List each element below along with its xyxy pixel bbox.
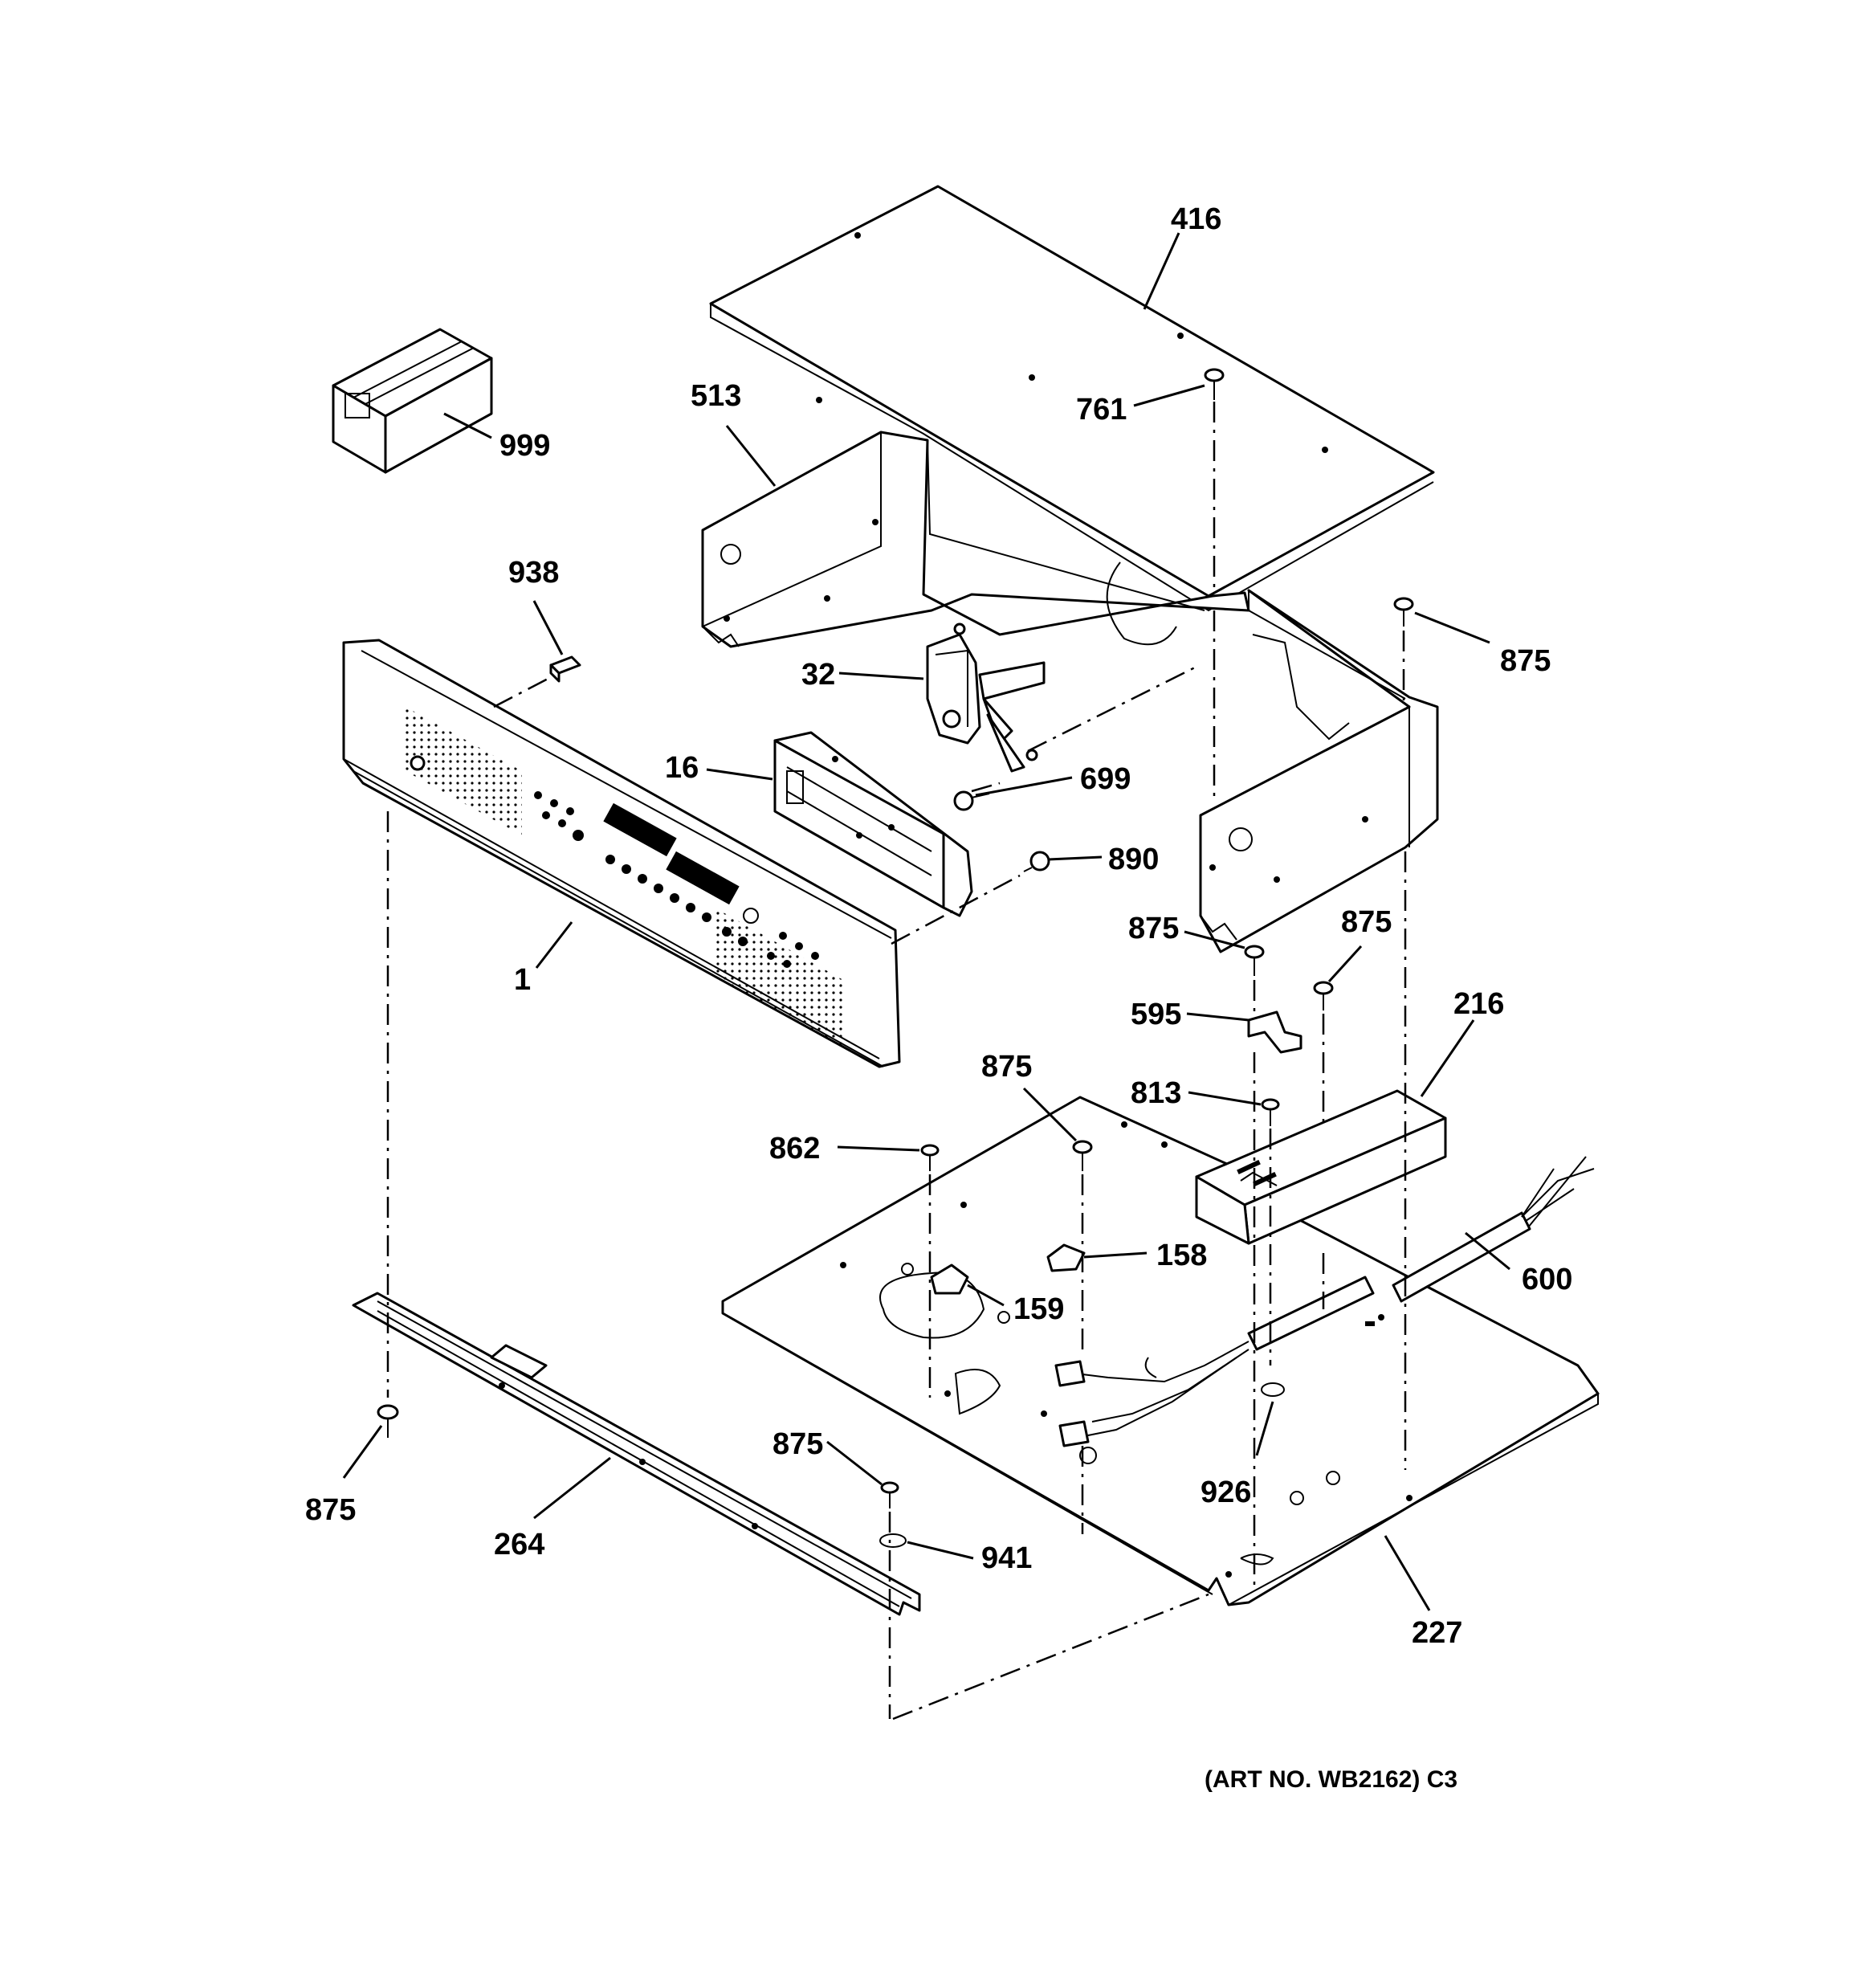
label-216: 216 (1453, 987, 1504, 1021)
wire-retainer-264 (352, 1292, 921, 1616)
screw-875a-icon (1393, 597, 1414, 627)
terminal-box-216 (1195, 1089, 1447, 1245)
bottom-plate-227 (721, 1096, 1600, 1606)
art-number: (ART NO. WB2162) C3 (1205, 1766, 1457, 1793)
screw-862-icon (920, 1144, 940, 1171)
washer-941 (879, 1533, 907, 1548)
assembly-lines (386, 402, 1407, 1721)
label-159: 159 (1013, 1292, 1064, 1326)
label-595: 595 (1131, 998, 1181, 1031)
wire-harness-600 (1054, 1156, 1595, 1447)
label-158: 158 (1156, 1239, 1207, 1272)
panel-buttons (534, 791, 819, 968)
label-264: 264 (494, 1528, 544, 1561)
right-side-panel (1199, 589, 1439, 953)
label-875-lower-left: 875 (305, 1493, 356, 1527)
top-cover-416 (709, 185, 1435, 612)
screw-875e-icon (1072, 1140, 1093, 1171)
label-938: 938 (508, 556, 559, 590)
label-600: 600 (1522, 1263, 1572, 1296)
screw-875g-icon (377, 1404, 399, 1438)
label-513: 513 (691, 379, 741, 413)
screw-875f-icon (880, 1481, 899, 1508)
screw-813-icon (1261, 1098, 1280, 1126)
screw-875c-icon (1313, 981, 1334, 1010)
label-999: 999 (499, 429, 550, 463)
label-761: 761 (1076, 393, 1127, 427)
label-1: 1 (514, 963, 531, 997)
label-813: 813 (1131, 1076, 1181, 1110)
screw-890 (1023, 851, 1050, 872)
label-875-mid-right: 875 (1341, 905, 1392, 939)
label-926: 926 (1201, 1476, 1251, 1509)
label-941: 941 (981, 1541, 1032, 1575)
parts-box-999 (332, 328, 493, 474)
screw-761-icon (1204, 368, 1225, 400)
label-227: 227 (1412, 1616, 1462, 1650)
screw-699 (953, 790, 990, 811)
label-875-center: 875 (981, 1050, 1032, 1084)
label-875-upper-right: 875 (1500, 644, 1551, 678)
label-32: 32 (801, 658, 835, 692)
label-699: 699 (1080, 762, 1131, 796)
clip-938 (549, 655, 581, 683)
rear-wrapper-513 (701, 431, 1250, 648)
fan-motor-32 (926, 623, 1046, 773)
control-panel-1 (342, 639, 901, 1068)
label-416: 416 (1171, 202, 1221, 236)
bracket-595 (1247, 1010, 1302, 1054)
leader-lines (342, 232, 1510, 1611)
label-890: 890 (1108, 843, 1159, 876)
label-862: 862 (769, 1132, 820, 1165)
label-16: 16 (665, 751, 699, 785)
thermostat-158 (1046, 1243, 1086, 1272)
screws (377, 368, 1414, 1508)
limiter-159 (930, 1263, 969, 1295)
screw-875b-icon (1244, 945, 1265, 976)
label-875-lower: 875 (773, 1427, 823, 1461)
washer-926 (1261, 1382, 1285, 1397)
part-labels: 416 513 761 999 938 875 32 16 699 890 1 … (305, 202, 1572, 1793)
label-875-mid-left: 875 (1128, 912, 1179, 945)
